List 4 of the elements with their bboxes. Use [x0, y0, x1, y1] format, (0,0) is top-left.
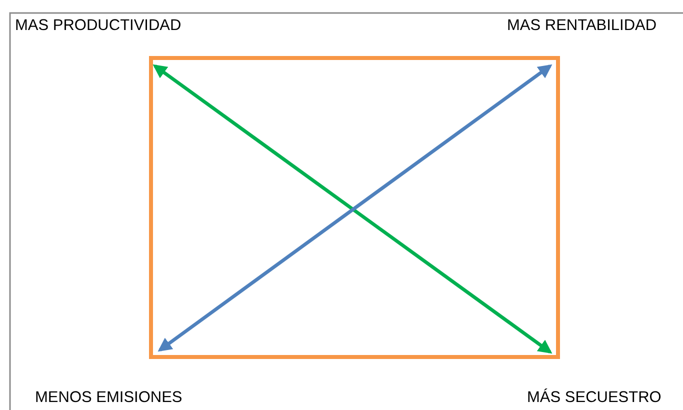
corner-label: MENOS EMISIONES [35, 389, 182, 407]
corner-label: MAS PRODUCTIVIDAD [15, 17, 182, 35]
corner-label: MAS RENTABILIDAD [507, 17, 657, 35]
corner-label: MÁS SECUESTRO [527, 389, 662, 407]
